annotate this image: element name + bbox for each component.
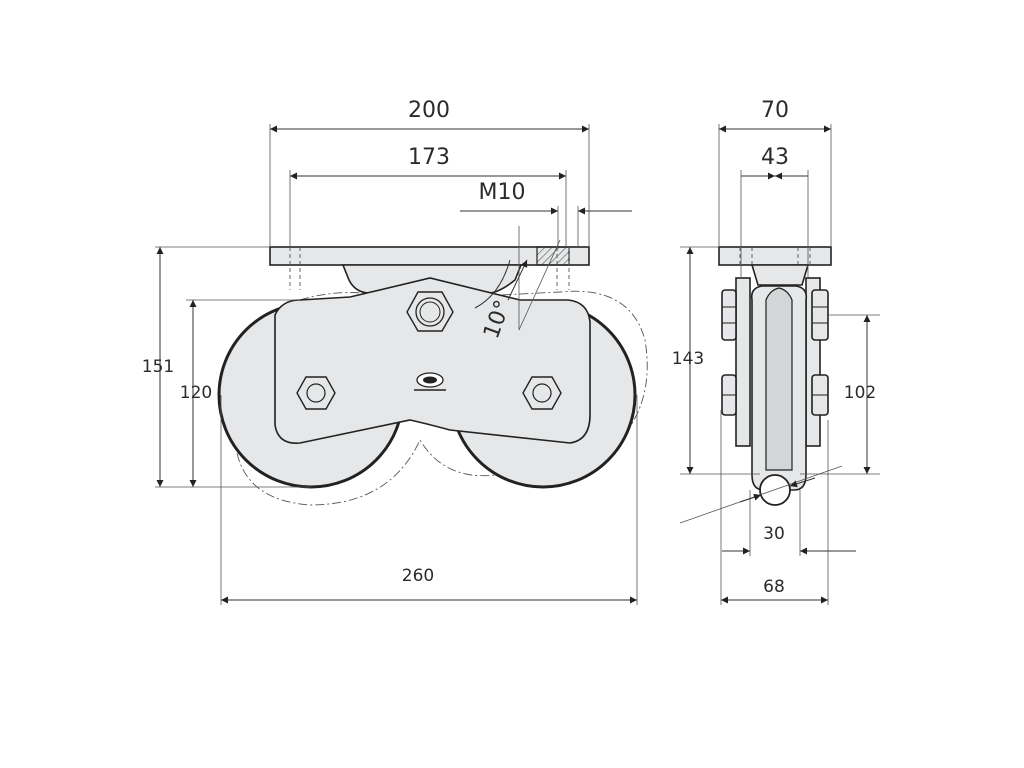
side-mounting-plate bbox=[718, 246, 832, 266]
logo-icon bbox=[414, 372, 446, 391]
dim-label-260: 260 bbox=[402, 566, 434, 586]
dim-label-68: 68 bbox=[763, 577, 785, 597]
rotated-ghost-outline bbox=[234, 290, 648, 506]
upper-right-bolt-head bbox=[811, 289, 829, 341]
front-view: 200 173 M10 10° 151 120 260 bbox=[142, 98, 648, 605]
dim-label-102: 102 bbox=[844, 383, 876, 403]
left-side-bracket bbox=[735, 277, 751, 447]
rail-arrow-left bbox=[739, 493, 762, 503]
dim-label-70: 70 bbox=[761, 98, 789, 123]
side-hub bbox=[750, 264, 810, 286]
dim-label-143: 143 bbox=[672, 349, 704, 369]
wheel-groove bbox=[765, 287, 793, 471]
dim-label-43: 43 bbox=[761, 145, 789, 170]
dim-label-m10: M10 bbox=[479, 180, 526, 205]
side-view: 70 43 143 102 30 68 bbox=[672, 98, 880, 605]
dim-label-30: 30 bbox=[763, 524, 785, 544]
dim-label-200: 200 bbox=[408, 98, 450, 123]
dim-label-151: 151 bbox=[142, 357, 174, 377]
rail-arrow-right bbox=[789, 477, 816, 488]
dim-label-120: 120 bbox=[180, 383, 212, 403]
dim-label-173: 173 bbox=[408, 145, 450, 170]
right-nut bbox=[522, 376, 562, 410]
upper-left-bolt-head bbox=[721, 289, 737, 341]
rail-circle bbox=[759, 474, 791, 506]
center-nut bbox=[406, 291, 454, 332]
left-nut bbox=[296, 376, 336, 410]
angle-arrow bbox=[507, 259, 528, 301]
